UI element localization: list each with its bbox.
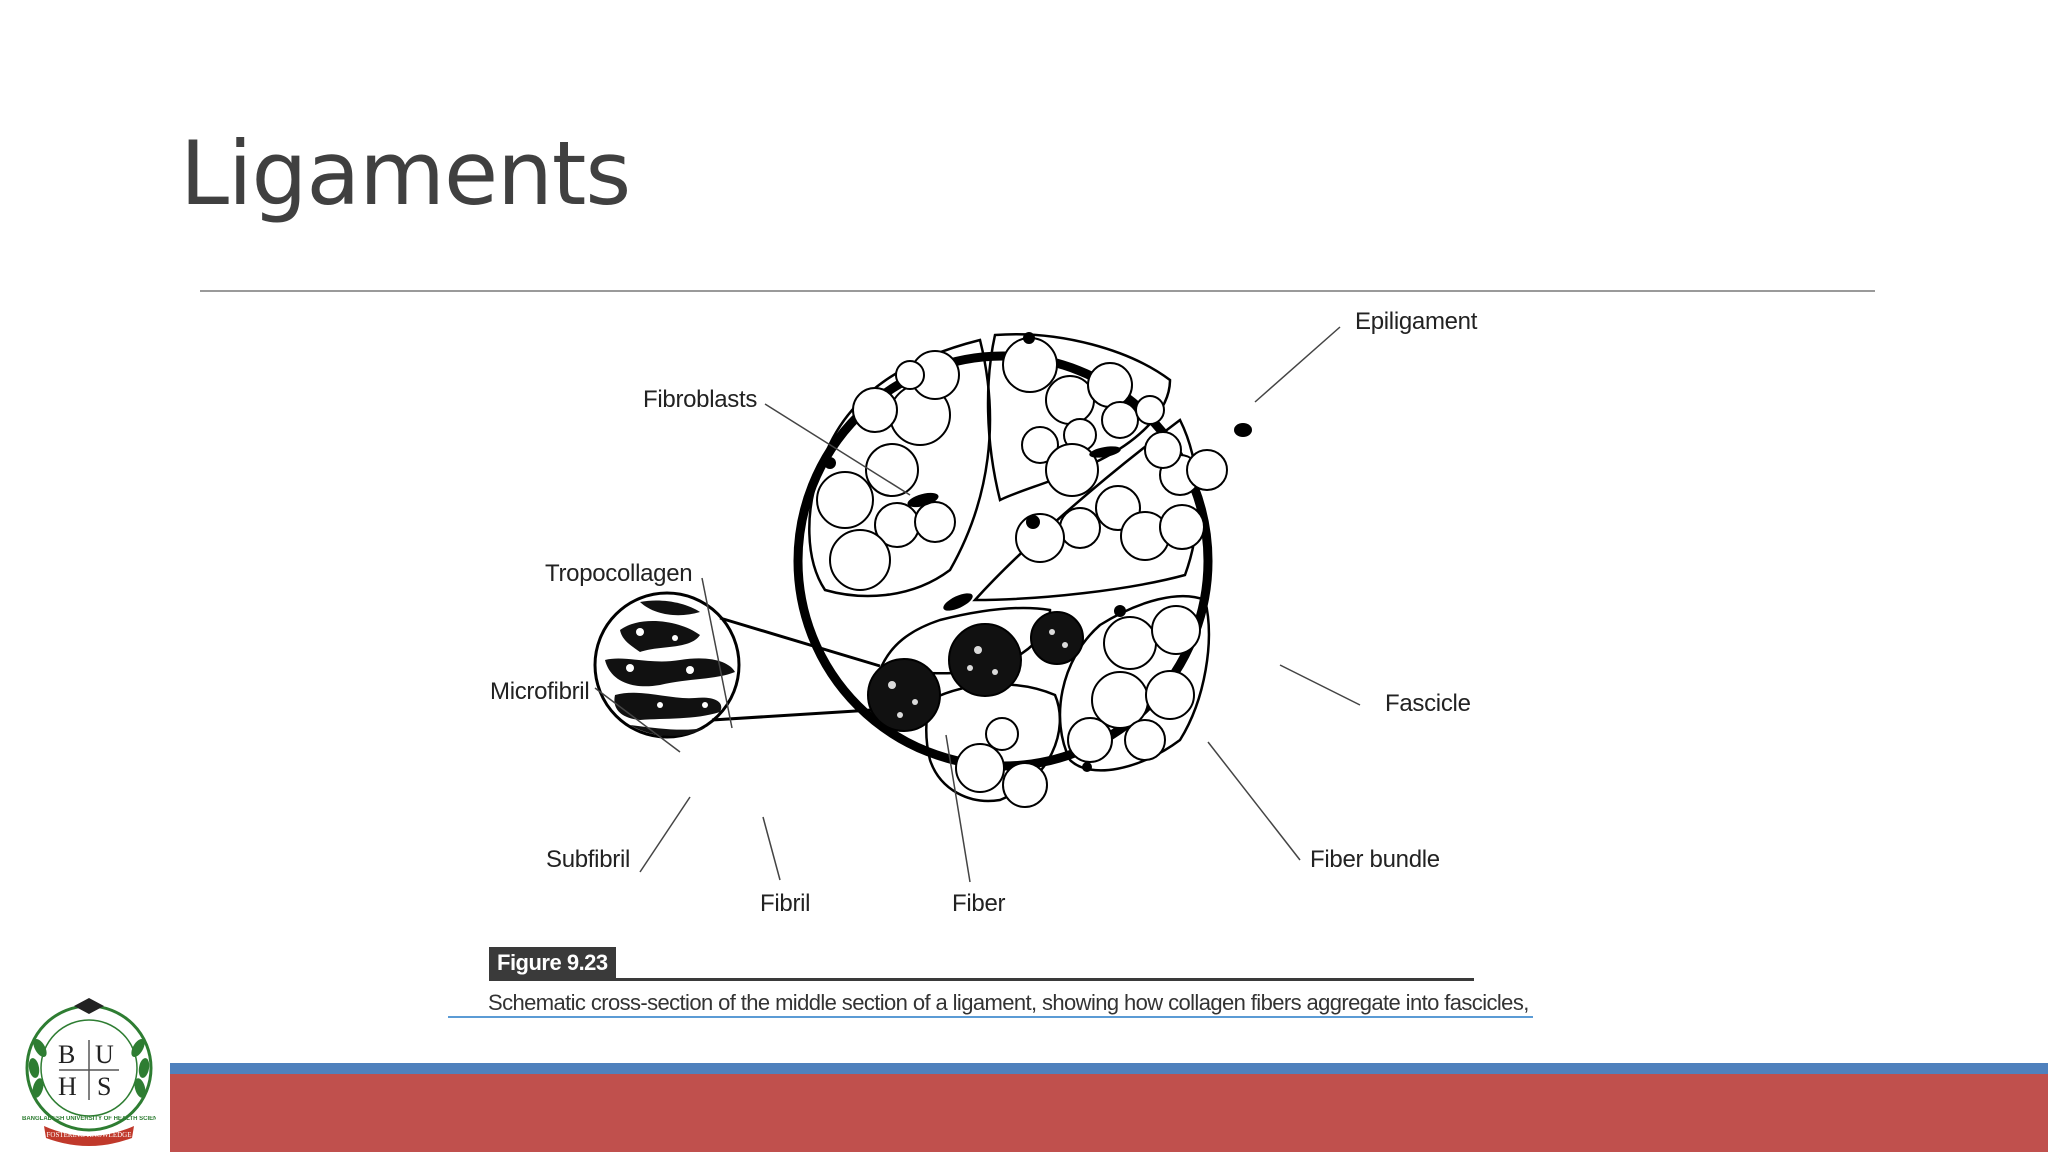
label-fibroblasts: Fibroblasts	[643, 386, 758, 413]
ligament-diagram	[593, 326, 1361, 883]
footer-blue-band	[170, 1063, 2048, 1074]
label-fibril: Fibril	[760, 890, 811, 917]
footer-red-band	[170, 1074, 2048, 1152]
title-divider	[200, 290, 1875, 292]
logo-letter-h: H	[58, 1072, 77, 1101]
caption-rule	[448, 1016, 1533, 1018]
label-tropocollagen: Tropocollagen	[545, 560, 693, 587]
label-microfibril: Microfibril	[490, 678, 590, 705]
label-fiber-bundle: Fiber bundle	[1310, 846, 1440, 873]
figure-tag: Figure 9.23	[489, 947, 616, 979]
buhs-seal-icon	[25, 998, 153, 1146]
label-epiligament: Epiligament	[1355, 308, 1478, 335]
buhs-logo: B U H S BANGLADESH UNIVERSITY OF HEALTH …	[14, 988, 164, 1152]
logo-letter-b: B	[58, 1040, 76, 1069]
figure-caption: Schematic cross-section of the middle se…	[488, 990, 1529, 1015]
logo-ring-text: BANGLADESH UNIVERSITY OF HEALTH SCIENCES	[22, 1116, 156, 1122]
logo-letter-u: U	[95, 1040, 114, 1069]
ligament-cross-section-figure: Epiligament Fibroblasts Tropocollagen Mi…	[480, 300, 1520, 940]
logo-motto: FOSTERING KNOWLEDGE	[46, 1131, 132, 1139]
logo-letter-s: S	[97, 1072, 112, 1101]
label-fiber: Fiber	[952, 890, 1006, 917]
figure-tag-rule	[489, 978, 1474, 981]
label-fascicle: Fascicle	[1385, 690, 1471, 717]
label-subfibril: Subfibril	[546, 846, 631, 873]
slide-title: Ligaments	[180, 122, 631, 225]
